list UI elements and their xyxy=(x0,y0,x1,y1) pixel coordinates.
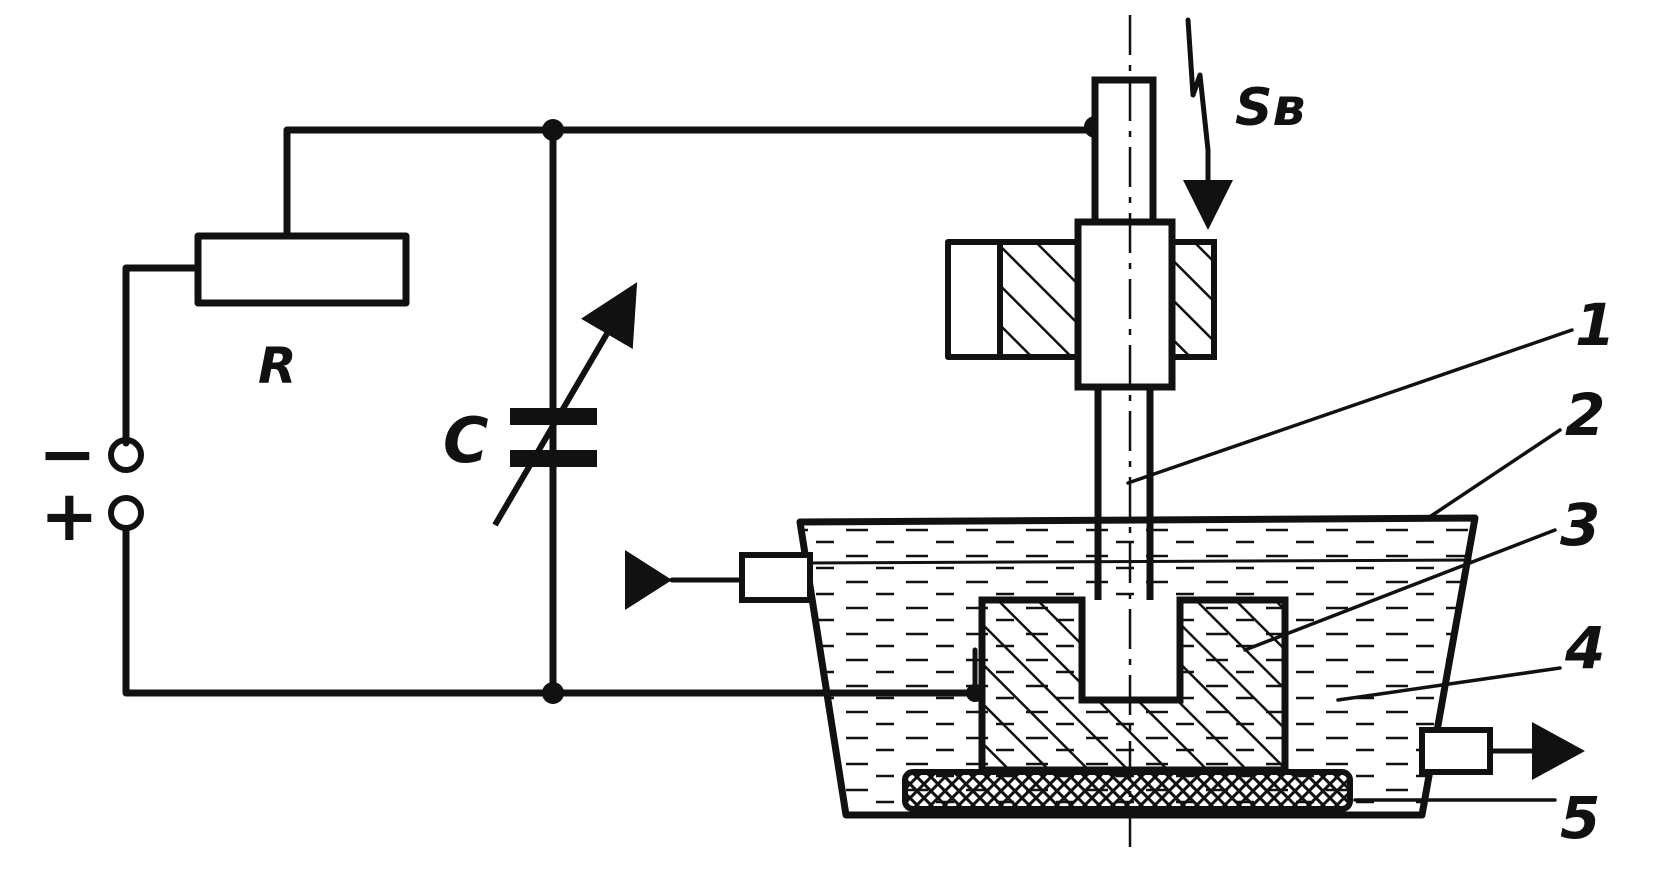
resistor-to-minus-wire xyxy=(122,264,202,447)
capacitor-plate-top xyxy=(510,408,597,425)
leader-1 xyxy=(1126,328,1574,485)
capacitor-variable-arrow xyxy=(492,282,638,527)
bottom-junction-dot xyxy=(542,682,564,704)
top-wire xyxy=(283,126,1094,239)
variable-capacitor xyxy=(492,282,638,527)
part-label-3: 3 xyxy=(1560,491,1600,559)
holder-frame-left xyxy=(945,239,1003,360)
outlet-flow-arrow xyxy=(1532,722,1585,780)
part-label-2: 2 xyxy=(1565,381,1605,449)
tool-holder xyxy=(945,218,1217,391)
resistor-label: R xyxy=(258,337,297,395)
top-junction-dot xyxy=(542,119,564,141)
leaders xyxy=(1126,328,1574,802)
minus-sign: − xyxy=(38,413,97,495)
minus-terminal xyxy=(108,437,144,473)
plus-sign: + xyxy=(40,475,99,557)
bottom-wire xyxy=(122,526,979,697)
liquid-surface xyxy=(803,558,1472,565)
insulating-base xyxy=(902,769,1353,812)
part-label-1: 1 xyxy=(1575,291,1615,359)
capacitor-label: C xyxy=(443,404,489,477)
holder-hatched-left xyxy=(997,239,1081,360)
part-label-4: 4 xyxy=(1564,614,1605,682)
inlet-nozzle xyxy=(739,552,813,603)
plus-terminal xyxy=(108,495,144,531)
holder-hatched-right xyxy=(1169,239,1217,360)
outlet-nozzle xyxy=(1419,727,1493,775)
inlet-flow-arrow xyxy=(625,550,672,610)
capacitor-plate-bottom xyxy=(510,450,597,467)
resistor xyxy=(194,232,410,307)
feed-label: Sв xyxy=(1235,78,1305,138)
feed-zigzag xyxy=(1185,17,1211,153)
leader-2 xyxy=(1426,428,1562,520)
tank-wall xyxy=(796,514,1479,819)
leader-3 xyxy=(1243,528,1557,652)
electrode-upper xyxy=(1091,76,1157,226)
leader-4 xyxy=(1336,666,1562,702)
part-label-5: 5 xyxy=(1560,784,1600,852)
tool-bushing xyxy=(1074,218,1176,391)
